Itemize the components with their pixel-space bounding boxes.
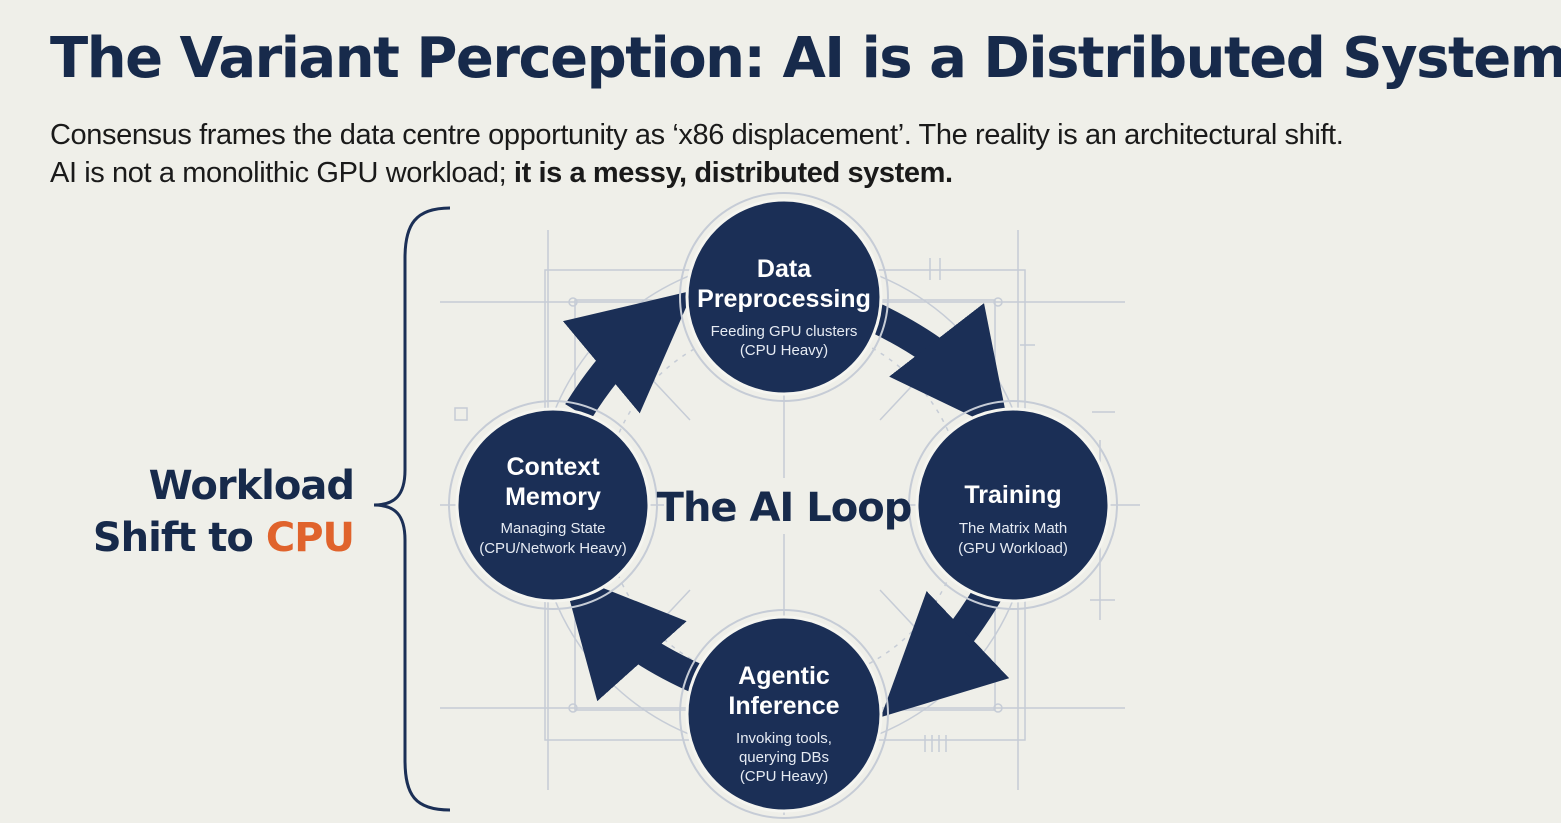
center-label: The AI Loop [657, 485, 912, 531]
subtitle-line-2-bold: it is a messy, distributed system. [513, 157, 953, 189]
node-title: Data [757, 255, 812, 283]
subtitle-line-2: AI is not a monolithic GPU workload; it … [50, 154, 1343, 192]
node-desc: (CPU/Network Heavy) [479, 540, 627, 557]
subtitle-line-2-plain: AI is not a monolithic GPU workload; [50, 157, 514, 189]
workload-shift-prefix: Shift to [92, 515, 266, 561]
workload-shift-line-2: Shift to CPU [60, 512, 355, 564]
node-data-preprocessing: Data Preprocessing Feeding GPU clusters … [679, 192, 889, 402]
node-desc: (CPU Heavy) [740, 768, 828, 785]
workload-shift-accent: CPU [265, 515, 355, 561]
workload-shift-line-1: Workload [148, 463, 355, 509]
subtitle-line-1: Consensus frames the data centre opportu… [50, 119, 1344, 151]
node-desc: Invoking tools, [736, 730, 832, 747]
node-desc: querying DBs [739, 749, 829, 766]
node-context-memory: Context Memory Managing State (CPU/Netwo… [448, 400, 658, 610]
subtitle: Consensus frames the data centre opportu… [50, 116, 1344, 192]
arrow-inference-to-memory [561, 571, 707, 702]
node-title: Memory [505, 483, 601, 511]
node-desc: The Matrix Math [959, 520, 1067, 537]
node-desc: Feeding GPU clusters [711, 323, 858, 340]
node-desc: Managing State [500, 520, 605, 537]
curly-brace [373, 206, 451, 812]
node-title: Context [506, 453, 600, 481]
arrow-training-to-inference [880, 582, 1010, 718]
arrow-memory-to-preprocessing [562, 290, 694, 420]
node-agentic-inference: Agentic Inference Invoking tools, queryi… [679, 609, 889, 819]
node-desc: (CPU Heavy) [740, 342, 828, 359]
node-desc: (GPU Workload) [958, 540, 1068, 557]
workload-shift-label: Workload Shift to CPU [60, 460, 355, 564]
arrow-preprocessing-to-training [869, 303, 1011, 435]
node-training: Training The Matrix Math (GPU Workload) [908, 400, 1118, 610]
node-title: Preprocessing [697, 285, 871, 313]
center-label-backdrop [664, 478, 904, 534]
node-title: Agentic [738, 662, 830, 690]
loop-arrows [561, 290, 1011, 718]
node-title: Training [964, 481, 1061, 509]
node-title: Inference [728, 692, 839, 720]
slide-title: The Variant Perception: AI is a Distribu… [50, 26, 1561, 91]
